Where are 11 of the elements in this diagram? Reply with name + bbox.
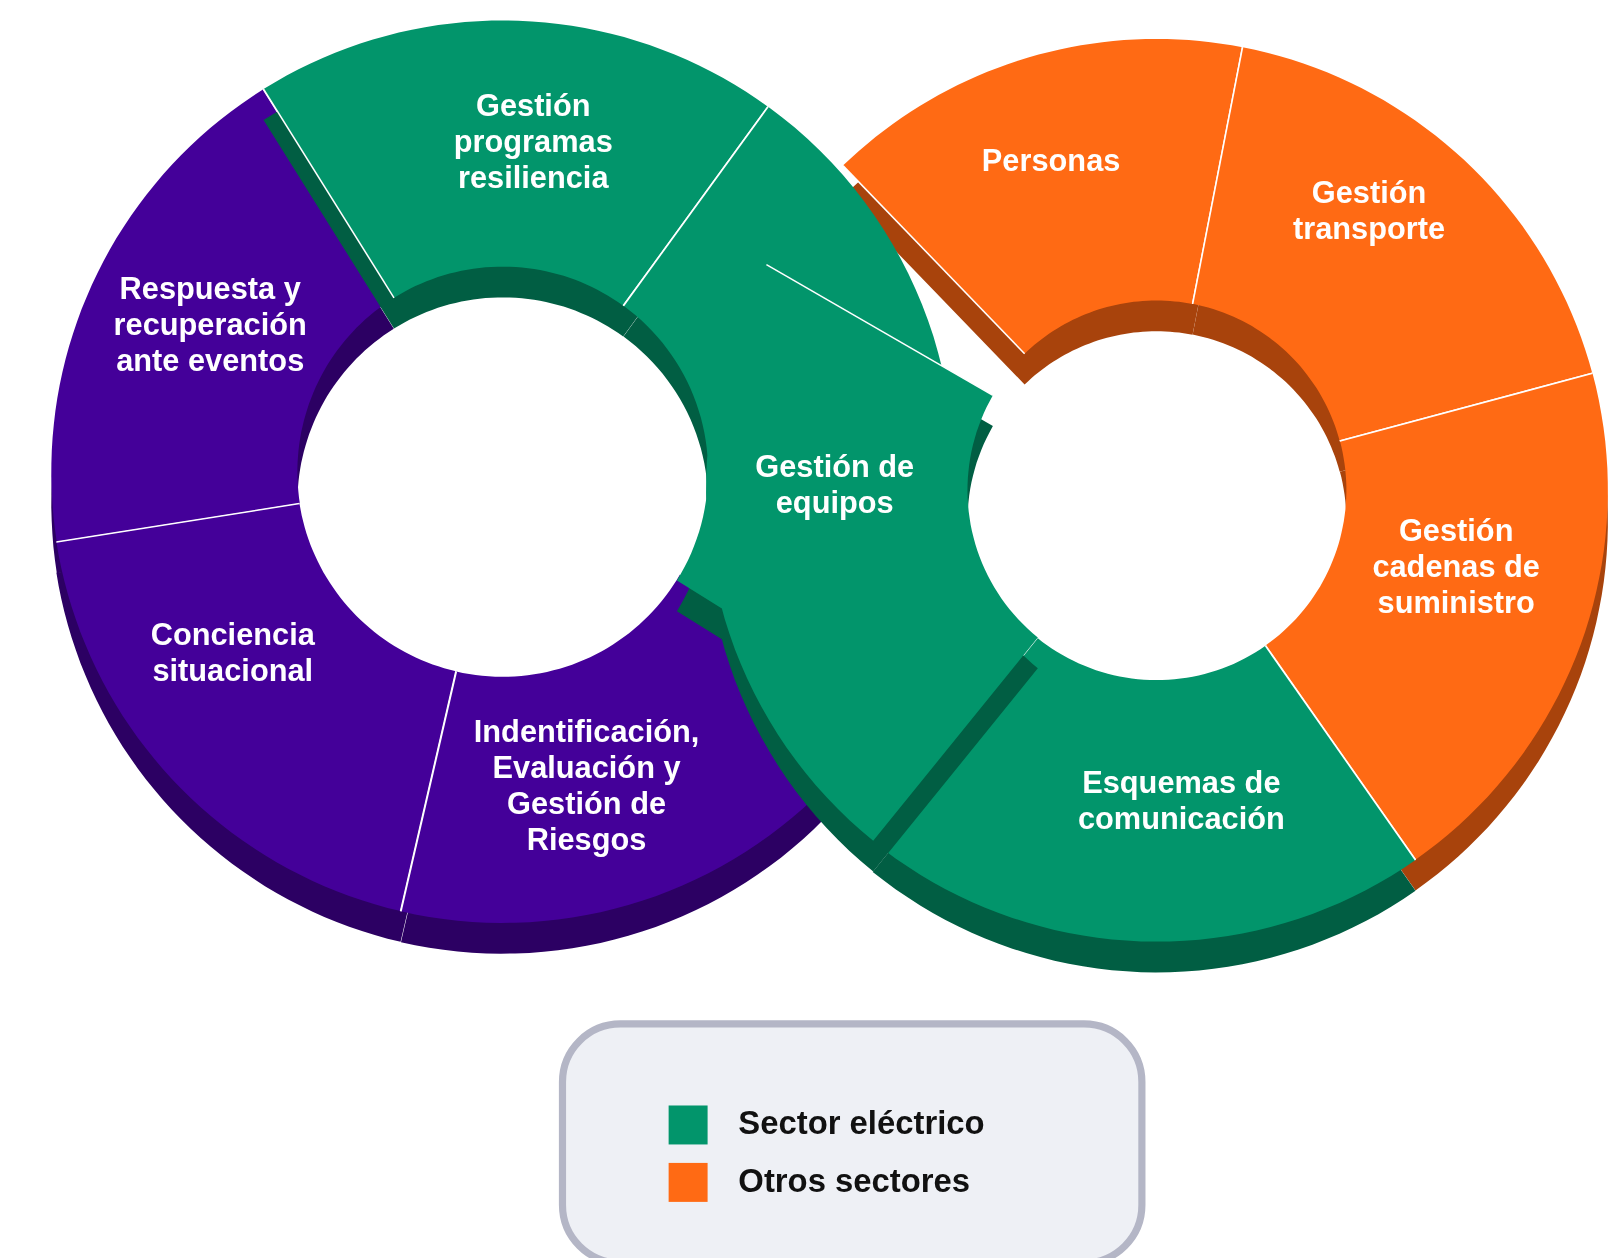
- segment-label: Gestión cadenas de suministro: [1371, 512, 1541, 620]
- segment-label: Personas: [980, 142, 1122, 178]
- segment-label: Esquemas de comunicación: [1076, 764, 1286, 836]
- segment-label: Indentificación, Evaluación y Gestión de Riesgos: [472, 713, 701, 858]
- segment-label: Gestión transporte: [1291, 174, 1447, 247]
- segment-label: Gestión programas resiliencia: [452, 87, 614, 196]
- segment-label: Respuesta y recuperación ante eventos: [112, 270, 308, 378]
- segment-label: Gestión de equipos: [754, 448, 916, 520]
- legend-label: Sector eléctrico: [738, 1104, 985, 1143]
- legend-label: Otros sectores: [738, 1161, 970, 1200]
- segment-label: Conciencia situacional: [149, 616, 316, 689]
